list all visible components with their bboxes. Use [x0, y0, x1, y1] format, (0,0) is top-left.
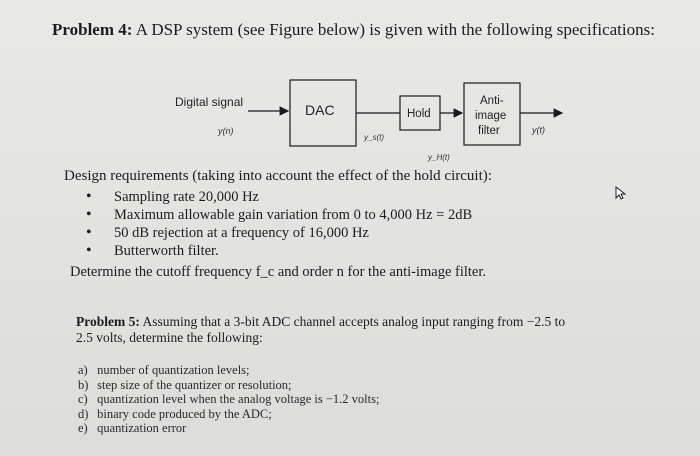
problem-4-text: A DSP system (see Figure below) is given… [132, 20, 655, 39]
requirement-item: Maximum allowable gain variation from 0 … [86, 206, 472, 224]
determine-instruction: Determine the cutoff frequency f_c and o… [70, 264, 487, 280]
list-item: e) quantization error [78, 421, 379, 436]
problem-4-label: Problem 4: [52, 20, 133, 39]
item-letter: a) [78, 363, 88, 377]
problem-5-line1: Assuming that a 3-bit ADC channel accept… [139, 314, 566, 329]
requirement-item: Butterworth filter. [86, 242, 472, 260]
item-letter: b) [78, 377, 89, 392]
dac-output-label: y_s(t) [363, 133, 384, 142]
design-requirements-title: Design requirements (taking into account… [64, 168, 492, 184]
item-text: quantization error [97, 421, 187, 435]
list-item: c) quantization level when the analog vo… [78, 392, 379, 407]
block-diagram: Digital signal y(n) DAC y_s(t) Hold Anti… [175, 79, 564, 162]
requirement-item: 50 dB rejection at a frequency of 16,000… [86, 224, 472, 242]
problem-5-text: Problem 5: Assuming that a 3-bit ADC cha… [76, 314, 565, 346]
list-item: a) number of quantization levels; [78, 363, 379, 378]
hold-label: Hold [407, 108, 431, 120]
mouse-cursor-icon [615, 186, 627, 200]
problem-4-heading: Problem 4: A DSP system (see Figure belo… [52, 20, 655, 40]
requirement-item: Sampling rate 20,000 Hz [86, 188, 472, 206]
hold-output-label: y_H(t) [427, 153, 450, 162]
item-text: number of quantization levels; [97, 363, 250, 377]
anti-image-filter-block [463, 82, 521, 146]
item-letter: e) [78, 421, 88, 435]
input-label: Digital signal [175, 95, 243, 109]
problem-5-label: Problem 5: [76, 314, 140, 329]
filter-label-line3: filter [478, 125, 500, 137]
item-text: step size of the quantizer or resolution… [97, 377, 292, 392]
problem-5-line2: 2.5 volts, determine the following: [76, 330, 263, 345]
item-text: binary code produced by the ADC; [97, 406, 272, 421]
filter-label-line2: image [475, 110, 506, 122]
item-text: quantization level when the analog volta… [97, 392, 380, 406]
filter-label-line1: Anti- [480, 95, 504, 107]
list-item: d) binary code produced by the ADC; [78, 407, 379, 422]
item-letter: c) [78, 392, 88, 406]
list-item: b) step size of the quantizer or resolut… [78, 378, 379, 393]
output-signal-label: y(t) [531, 125, 545, 135]
requirements-list: Sampling rate 20,000 Hz Maximum allowabl… [86, 188, 472, 260]
dac-label: DAC [305, 102, 335, 118]
input-signal-label: y(n) [217, 126, 234, 136]
problem-5-items: a) number of quantization levels; b) ste… [78, 363, 379, 436]
item-letter: d) [78, 406, 89, 421]
